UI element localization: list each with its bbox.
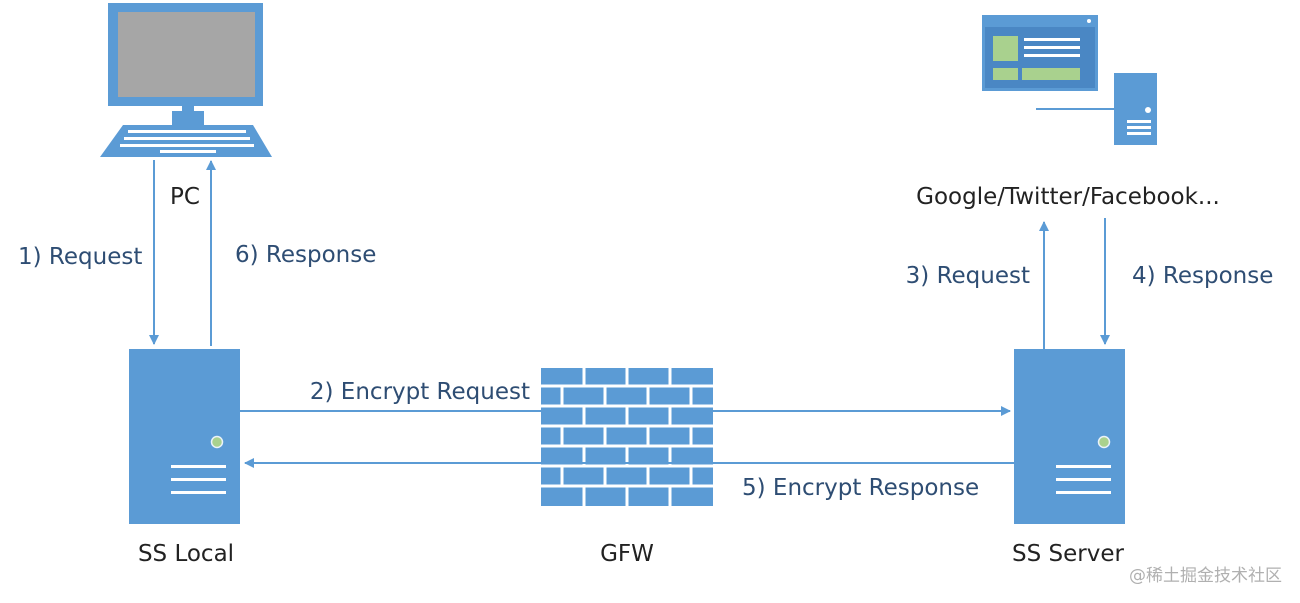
step-2-label: 2) Encrypt Request (310, 379, 530, 405)
websites-label: Google/Twitter/Facebook... (916, 184, 1220, 210)
watermark: @稀土掘金技术社区 (1129, 566, 1282, 586)
web-server-icon (1036, 73, 1157, 145)
step-5-label: 5) Encrypt Response (742, 475, 979, 501)
website-icon (982, 15, 1098, 91)
step-3-label: 3) Request (906, 263, 1030, 289)
step-4-label: 4) Response (1132, 263, 1273, 289)
pc-label: PC (170, 184, 200, 210)
step-6-label: 6) Response (235, 242, 376, 268)
laptop-icon (100, 3, 272, 157)
step-1-label: 1) Request (18, 244, 142, 270)
server-icon (1014, 349, 1125, 524)
ss-server-label: SS Server (1012, 541, 1124, 567)
arrows (149, 160, 1110, 468)
ss-local-label: SS Local (138, 541, 234, 567)
server-icon (129, 349, 240, 524)
firewall-icon (541, 368, 713, 506)
gfw-label: GFW (600, 541, 654, 567)
